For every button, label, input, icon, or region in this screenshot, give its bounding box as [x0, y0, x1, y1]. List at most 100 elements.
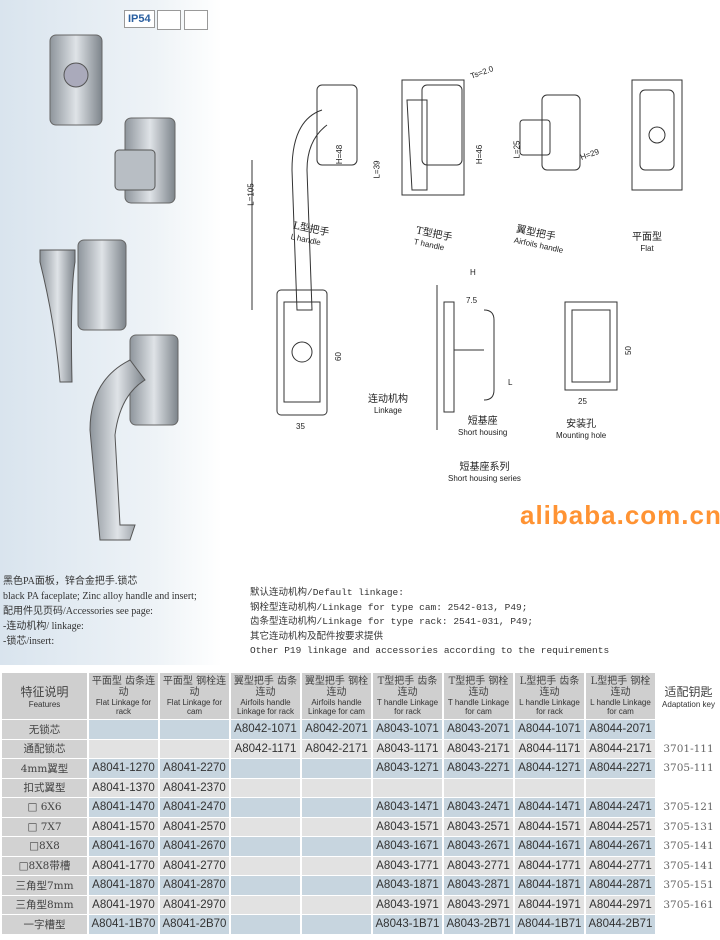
- technical-drawings: [251, 79, 683, 430]
- ip54-badge: IP54: [124, 10, 155, 28]
- part-number-cell: [302, 778, 371, 797]
- key-cell: 3705-131: [657, 817, 720, 836]
- part-number-cell: A8041-2370: [160, 778, 229, 797]
- part-number-cell: A8044-1271: [515, 759, 584, 778]
- part-number-cell: A8042-1071: [231, 720, 300, 739]
- header-en: Flat Linkage for cam: [166, 698, 223, 716]
- part-number-cell: [302, 915, 371, 934]
- note-line: -连动机构/ linkage:: [3, 621, 84, 632]
- l-handle-photo: [89, 334, 179, 541]
- header-zh: 特征说明: [20, 684, 69, 699]
- part-number-cell: A8043-2571: [444, 817, 513, 836]
- part-number-cell: A8041-2970: [160, 895, 229, 914]
- part-number-cell: A8044-1571: [515, 817, 584, 836]
- linkage-label-en: Linkage: [373, 406, 403, 415]
- dim-25: 25: [578, 397, 587, 406]
- part-number-cell: A8043-1871: [373, 876, 442, 895]
- feature-cell: □ 6X6: [2, 798, 87, 817]
- part-number-cell: A8043-1271: [373, 759, 442, 778]
- header-zh: T型把手 钢栓连动: [448, 676, 509, 698]
- part-number-cell: A8041-1B70: [89, 915, 158, 934]
- header-zh: 平面型 钢栓连动: [162, 676, 227, 698]
- series-title: 短基座系列: [459, 462, 510, 473]
- part-number-cell: A8044-2671: [586, 837, 655, 856]
- part-number-cell: [302, 856, 371, 875]
- feature-cell: □ 7X7: [2, 817, 87, 836]
- header-en: Flat Linkage for rack: [95, 698, 152, 716]
- linkage-label: 连动机构: [368, 394, 408, 405]
- part-number-cell: A8041-2670: [160, 837, 229, 856]
- part-number-cell: [302, 895, 371, 914]
- key-cell: [657, 778, 720, 797]
- note-line: 齿条型连动机构/Linkage for type rack: 2541-031,…: [250, 616, 534, 627]
- part-number-cell: A8042-1171: [231, 739, 300, 758]
- part-number-cell: A8042-2171: [302, 739, 371, 758]
- part-number-cell: A8041-2B70: [160, 915, 229, 934]
- part-number-cell: A8041-1470: [89, 798, 158, 817]
- part-number-cell: A8041-2570: [160, 817, 229, 836]
- key-cell: 3705-141: [657, 856, 720, 875]
- header-zh: T型把手 齿条连动: [377, 676, 438, 698]
- part-number-cell: A8043-2B71: [444, 915, 513, 934]
- l-handle-drawing: [251, 84, 358, 311]
- product-photo-panel: [0, 0, 222, 665]
- key-cell: 3705-141: [657, 837, 720, 856]
- dim-h: H: [470, 268, 476, 277]
- dim-h48: H=48: [335, 144, 345, 165]
- t-handle-drawing: [401, 79, 465, 196]
- part-number-cell: [231, 915, 300, 934]
- part-number-cell: [231, 759, 300, 778]
- t-handle-photo: [39, 239, 127, 383]
- part-number-cell: A8043-1071: [373, 720, 442, 739]
- part-number-cell: A8044-2471: [586, 798, 655, 817]
- feature-cell: 4mm翼型: [2, 759, 87, 778]
- part-number-cell: A8044-1471: [515, 798, 584, 817]
- part-number-cell: [586, 778, 655, 797]
- part-number-cell: A8043-1671: [373, 837, 442, 856]
- part-number-cell: A8043-2471: [444, 798, 513, 817]
- header-zh: 翼型把手 齿条连动: [233, 676, 298, 698]
- feature-cell: 扣式翼型: [2, 778, 87, 797]
- part-number-cell: A8041-2270: [160, 759, 229, 778]
- part-number-cell: A8041-1670: [89, 837, 158, 856]
- series-title-en: Short housing series: [448, 474, 521, 483]
- header-en: Airfoils handle Linkage for cam: [308, 698, 365, 716]
- part-number-cell: A8041-1770: [89, 856, 158, 875]
- part-number-cell: A8044-1971: [515, 895, 584, 914]
- feature-cell: 三角型7mm: [2, 876, 87, 895]
- part-number-cell: A8043-1971: [373, 895, 442, 914]
- key-cell: [657, 720, 720, 739]
- flat-label: 平面型: [632, 232, 662, 243]
- side-view-drawing: [436, 285, 495, 430]
- product-photos: [39, 34, 179, 541]
- dim-7-5: 7.5: [466, 296, 478, 305]
- part-number-cell: [231, 837, 300, 856]
- note-line: 黑色PA面板，锌合金把手.锁芯: [3, 576, 138, 587]
- feature-cell: 通配锁芯: [2, 739, 87, 758]
- header-en: Airfoils handle Linkage for rack: [237, 698, 294, 716]
- part-number-cell: A8044-1B71: [515, 915, 584, 934]
- part-number-cell: [302, 876, 371, 895]
- header-en: L handle Linkage for cam: [590, 698, 651, 716]
- feature-cell: □8X8带槽: [2, 856, 87, 875]
- header-en: Adaptation key: [662, 699, 715, 709]
- part-number-cell: A8041-1570: [89, 817, 158, 836]
- dim-50: 50: [623, 346, 633, 355]
- part-number-cell: A8043-2771: [444, 856, 513, 875]
- dim-l: L: [508, 378, 513, 387]
- part-number-cell: [302, 837, 371, 856]
- part-number-cell: [160, 739, 229, 758]
- short-housing-label: 短基座: [467, 416, 498, 427]
- feature-cell: 三角型8mm: [2, 895, 87, 914]
- dim-h46: H=46: [475, 144, 485, 165]
- header-en: T handle Linkage for rack: [376, 698, 439, 716]
- part-number-cell: [302, 798, 371, 817]
- part-number-cell: A8044-1871: [515, 876, 584, 895]
- part-number-cell: A8043-1B71: [373, 915, 442, 934]
- part-number-cell: A8043-1771: [373, 856, 442, 875]
